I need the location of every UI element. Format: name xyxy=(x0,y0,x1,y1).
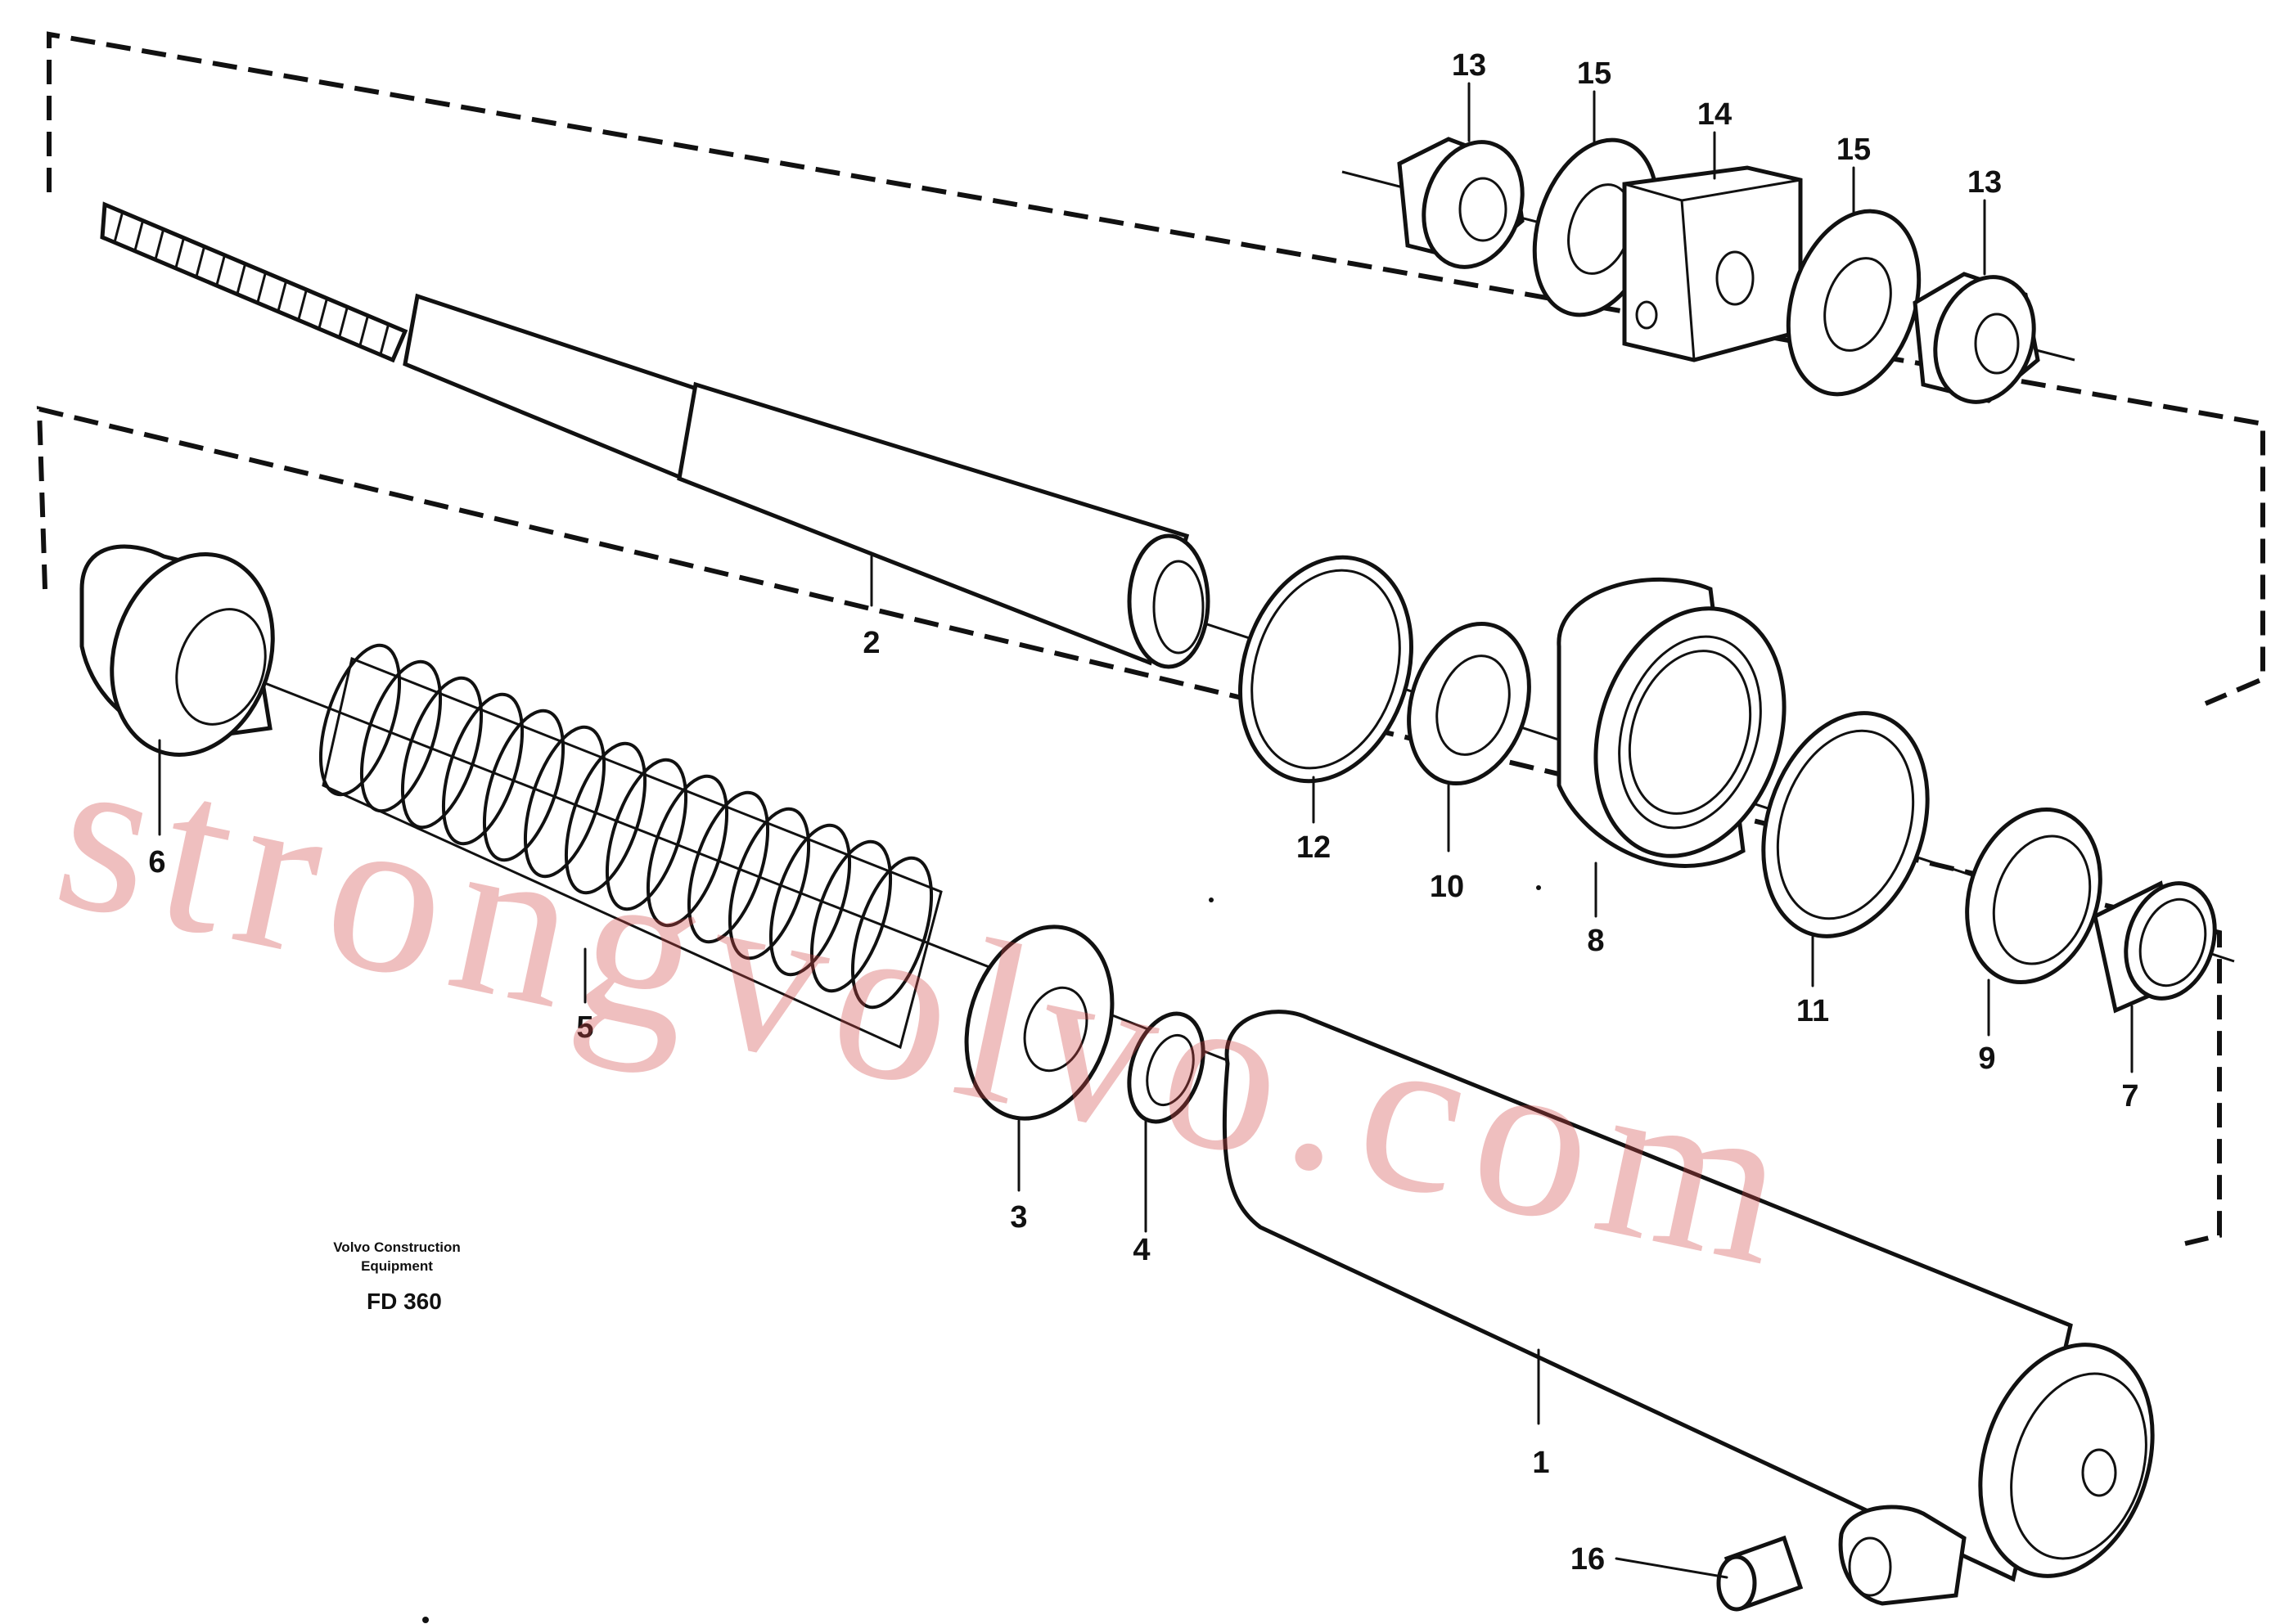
callout-leaders xyxy=(158,82,2134,1579)
callout-7: 7 xyxy=(2121,1079,2138,1113)
part-15-washer-right xyxy=(1786,209,1922,397)
speck xyxy=(1209,897,1214,902)
callout-3: 3 xyxy=(1010,1200,1027,1235)
callout-8: 8 xyxy=(1587,924,1604,958)
callout-15-left: 15 xyxy=(1577,56,1611,91)
callout-6: 6 xyxy=(148,845,165,879)
part-4-seal xyxy=(1127,1011,1205,1124)
maker-line-1: Volvo Construction xyxy=(333,1239,461,1255)
callout-14: 14 xyxy=(1697,97,1732,132)
upper-assembly-outline xyxy=(47,31,2265,706)
figure-code: FD 360 xyxy=(367,1289,442,1314)
callout-11: 11 xyxy=(1796,994,1829,1028)
part-16-fitting xyxy=(1716,1505,1967,1612)
callout-16: 16 xyxy=(1570,1542,1605,1577)
part-10-seal xyxy=(1407,621,1531,786)
callout-10: 10 xyxy=(1430,870,1464,904)
part-2-piston-rod xyxy=(100,201,1210,669)
speck xyxy=(422,1617,429,1623)
callout-12: 12 xyxy=(1296,830,1331,865)
callout-13-left: 13 xyxy=(1452,48,1486,83)
maker-line-2: Equipment xyxy=(361,1258,433,1274)
part-1-cylinder-tube xyxy=(1222,1010,2155,1582)
callout-2: 2 xyxy=(863,626,880,660)
part-13-nut-right xyxy=(1913,272,2040,404)
part-14-block xyxy=(1622,165,1803,362)
lower-assembly-outline xyxy=(36,406,2222,1246)
part-8-piston-head xyxy=(1557,578,1787,868)
part-5-spring xyxy=(318,643,943,1050)
callout-1: 1 xyxy=(1532,1446,1549,1480)
callout-15-right: 15 xyxy=(1836,133,1871,167)
part-13-nut-left xyxy=(1397,137,1525,269)
speck xyxy=(1536,885,1541,890)
part-11-backup-ring xyxy=(1761,711,1930,938)
part-6-end-cap xyxy=(79,544,275,757)
callout-4: 4 xyxy=(1133,1233,1150,1267)
part-7-bushing xyxy=(2093,880,2217,1014)
callout-13-right: 13 xyxy=(1967,165,2002,200)
part-3-washer xyxy=(964,924,1115,1121)
callout-9: 9 xyxy=(1978,1041,1995,1076)
part-12-o-ring xyxy=(1238,555,1413,784)
callout-5: 5 xyxy=(576,1010,593,1045)
watermark: strongvolvo.com xyxy=(38,700,1820,1316)
part-9-guide-ring xyxy=(1965,807,2102,985)
